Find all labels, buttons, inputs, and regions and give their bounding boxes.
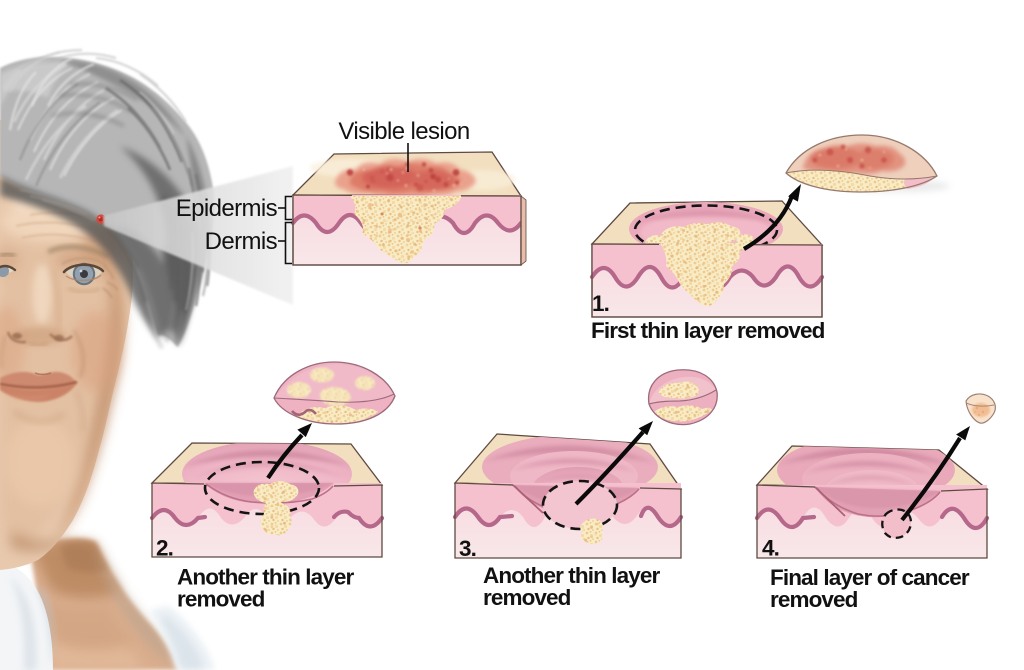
svg-text:Dermis: Dermis [205, 228, 278, 255]
svg-text:Another thin layer: Another thin layer [483, 563, 660, 588]
svg-text:First thin layer removed: First thin layer removed [591, 318, 825, 343]
svg-text:3.: 3. [459, 536, 476, 561]
svg-text:4.: 4. [762, 536, 779, 561]
svg-text:Epidermis: Epidermis [176, 195, 278, 222]
svg-text:Final layer of cancer: Final layer of cancer [770, 565, 970, 590]
svg-text:2.: 2. [156, 536, 173, 561]
svg-text:Visible lesion: Visible lesion [338, 118, 469, 145]
svg-text:Another thin layer: Another thin layer [177, 565, 354, 590]
svg-text:1.: 1. [592, 291, 609, 316]
svg-text:removed: removed [770, 587, 858, 612]
svg-text:removed: removed [483, 585, 571, 610]
svg-text:removed: removed [177, 587, 265, 612]
